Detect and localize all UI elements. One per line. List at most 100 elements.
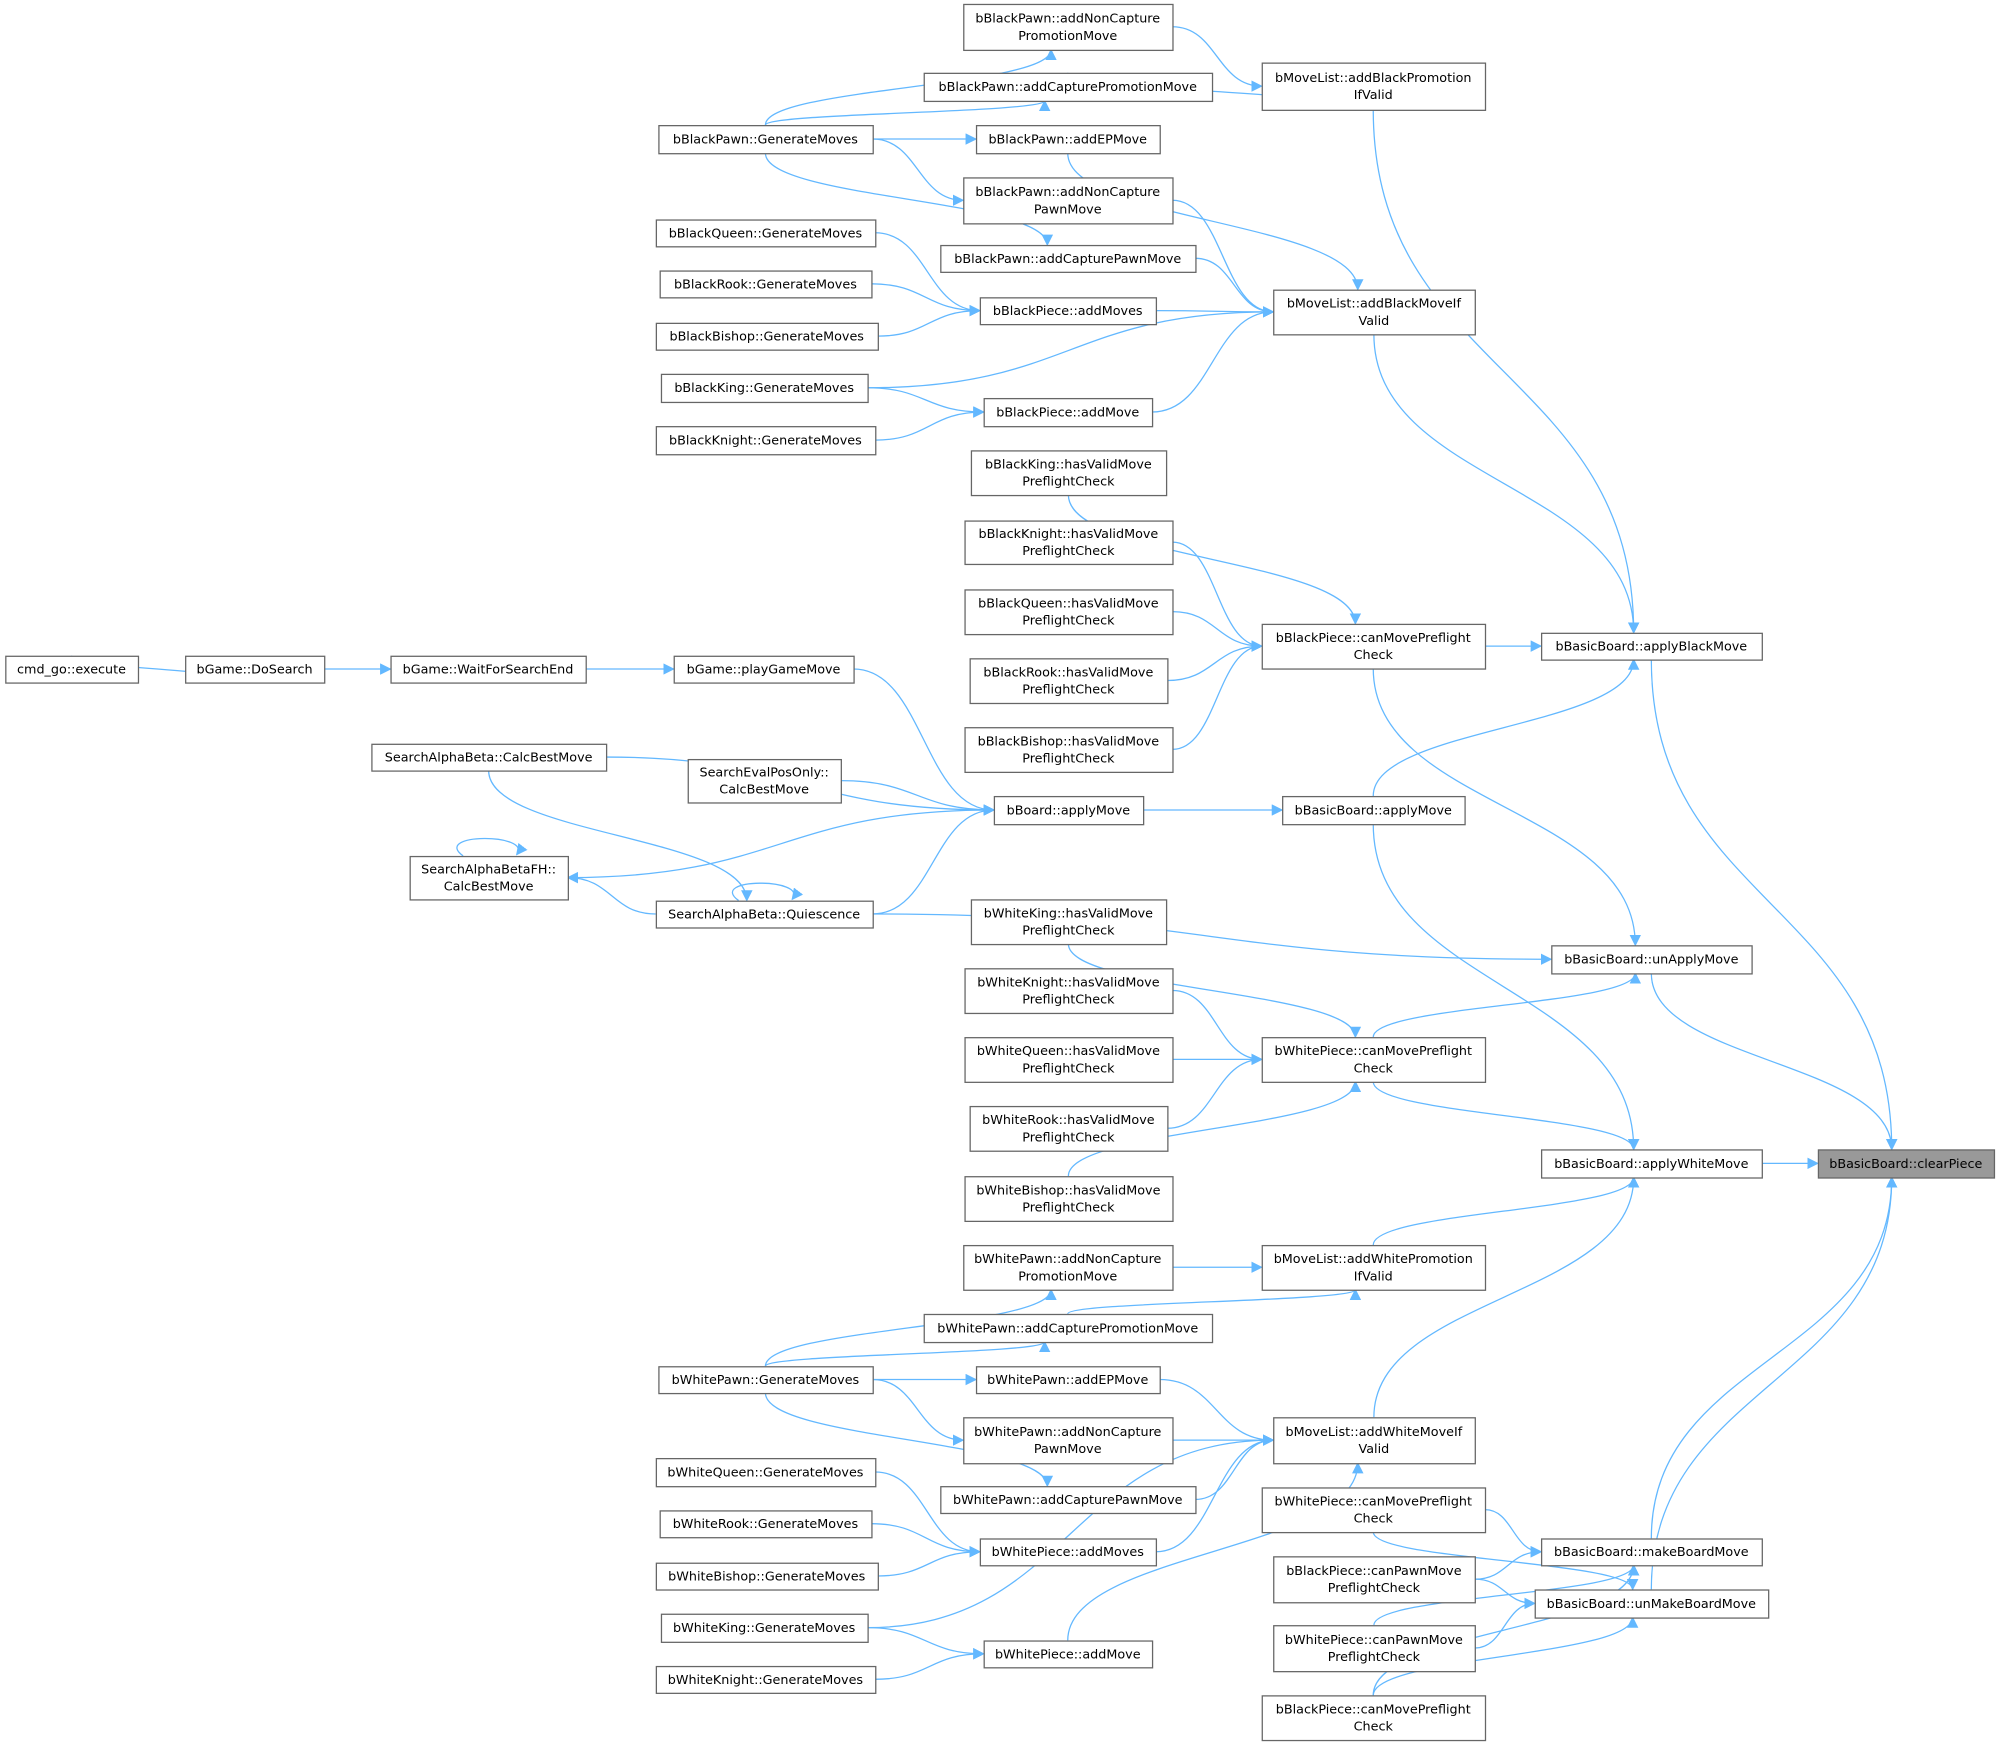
graph-node-n11[interactable]: bBlackPawn::GenerateMoves	[658, 125, 874, 155]
graph-node-n18[interactable]: bBlackPawn::addCapturePromotionMove	[923, 72, 1214, 103]
node-box	[1261, 1695, 1487, 1742]
node-label: Valid	[1359, 314, 1390, 329]
node-box	[1273, 1417, 1476, 1465]
graph-node-n40[interactable]: bBasicBoard::applyWhiteMove	[1540, 1149, 1763, 1179]
graph-node-n1[interactable]: cmd_go::execute	[5, 655, 140, 684]
graph-node-n6[interactable]: SearchEvalPosOnly::CalcBestMove	[687, 758, 842, 804]
node-box	[983, 1640, 1154, 1669]
node-box	[964, 520, 1174, 566]
graph-node-n9[interactable]: bBoard::applyMove	[993, 795, 1145, 826]
graph-node-n10[interactable]: bBasicBoard::applyMove	[1282, 795, 1466, 826]
graph-node-n22[interactable]: bBlackPiece::addMoves	[979, 297, 1158, 326]
graph-node-n15[interactable]: bBlackKing::GenerateMoves	[660, 373, 869, 404]
graph-node-n52[interactable]: bWhiteBishop::GenerateMoves	[655, 1562, 879, 1591]
node-label: SearchAlphaBetaFH::	[421, 862, 556, 877]
node-label: PawnMove	[1034, 202, 1102, 217]
graph-node-n45[interactable]: bWhitePawn::GenerateMoves	[658, 1366, 874, 1395]
node-label: bBlackBishop::hasValidMove	[978, 734, 1160, 749]
node-label: bGame::WaitForSearchEnd	[403, 663, 574, 678]
node-box	[1551, 945, 1753, 975]
graph-node-n33[interactable]: bBasicBoard::unApplyMove	[1551, 945, 1753, 975]
node-label: bWhiteKing::GenerateMoves	[673, 1621, 856, 1636]
graph-node-n3[interactable]: bGame::WaitForSearchEnd	[390, 655, 587, 684]
node-box	[1540, 1149, 1763, 1179]
call-edge-n39-n33	[1372, 972, 1641, 1038]
node-label: Check	[1354, 648, 1394, 663]
node-label: PreflightCheck	[1022, 475, 1115, 490]
node-label: bBlackKing::hasValidMove	[985, 457, 1152, 472]
graph-node-n44[interactable]: bWhitePawn::addCapturePromotionMove	[923, 1313, 1214, 1344]
graph-node-n54[interactable]: bWhiteKnight::GenerateMoves	[655, 1665, 877, 1694]
call-edge-n20-n25	[1172, 199, 1275, 318]
graph-node-n41[interactable]: bBasicBoard::clearPiece	[1817, 1149, 1996, 1179]
graph-node-n56[interactable]: bWhitePiece::addMove	[983, 1640, 1154, 1669]
call-edge-n46-n49	[1159, 1378, 1275, 1446]
graph-node-n53[interactable]: bWhiteKing::GenerateMoves	[660, 1613, 869, 1643]
graph-node-n13[interactable]: bBlackRook::GenerateMoves	[659, 270, 873, 299]
graph-node-n32[interactable]: bBasicBoard::applyBlackMove	[1540, 632, 1763, 661]
graph-node-n12[interactable]: bBlackQueen::GenerateMoves	[655, 219, 877, 248]
graph-node-n5[interactable]: SearchAlphaBeta::CalcBestMove	[371, 743, 608, 772]
node-label: bWhiteKnight::hasValidMove	[977, 975, 1160, 990]
graph-node-n55[interactable]: bWhitePiece::addMoves	[979, 1538, 1158, 1567]
graph-node-n21[interactable]: bBlackPawn::addCapturePawnMove	[940, 244, 1197, 273]
node-label: bBlackPiece::canMovePreflight	[1276, 1702, 1471, 1717]
node-label: bWhitePawn::addNonCapture	[974, 1425, 1161, 1440]
node-label: bWhitePawn::addCapturePawnMove	[953, 1493, 1183, 1508]
graph-node-n48[interactable]: bWhitePawn::addCapturePawnMove	[940, 1486, 1197, 1515]
call-edge-n11-n21	[764, 153, 1054, 247]
graph-node-n62[interactable]: bBasicBoard::unMakeBoardMove	[1534, 1589, 1770, 1619]
graph-node-n50[interactable]: bWhiteQueen::GenerateMoves	[655, 1457, 877, 1488]
graph-node-n51[interactable]: bWhiteRook::GenerateMoves	[659, 1510, 873, 1539]
graph-node-n61[interactable]: bBasicBoard::makeBoardMove	[1540, 1538, 1763, 1567]
node-box	[975, 1366, 1161, 1395]
node-box	[963, 1244, 1174, 1291]
graph-node-n16[interactable]: bBlackKnight::GenerateMoves	[655, 426, 877, 456]
node-label: PawnMove	[1034, 1442, 1102, 1457]
call-edge-n55-n49	[1155, 1434, 1275, 1553]
graph-node-n23[interactable]: bBlackPiece::addMove	[983, 397, 1154, 428]
call-edge-n29-n31	[1167, 640, 1263, 682]
node-label: PreflightCheck	[1022, 1200, 1115, 1215]
node-box	[655, 219, 877, 248]
graph-node-n2[interactable]: bGame::DoSearch	[185, 655, 326, 684]
graph-node-n8[interactable]: SearchAlphaBeta::Quiescence	[655, 900, 874, 929]
graph-node-n19[interactable]: bBlackPawn::addEPMove	[975, 125, 1161, 155]
node-label: Check	[1354, 1512, 1394, 1527]
graph-node-n46[interactable]: bWhitePawn::addEPMove	[975, 1366, 1161, 1395]
node-label: PreflightCheck	[1328, 1581, 1421, 1596]
call-edge-n51-n55	[871, 1523, 981, 1558]
node-label: bMoveList::addWhiteMoveIf	[1286, 1425, 1463, 1440]
node-label: PreflightCheck	[1022, 1061, 1115, 1076]
node-label: PreflightCheck	[1022, 614, 1115, 629]
node-box	[964, 589, 1174, 636]
graph-node-n4[interactable]: bGame::playGameMove	[673, 655, 855, 684]
graph-node-n7[interactable]: SearchAlphaBetaFH::CalcBestMove	[409, 855, 569, 901]
node-box	[655, 1562, 879, 1591]
graph-node-n14[interactable]: bBlackBishop::GenerateMoves	[655, 322, 879, 351]
